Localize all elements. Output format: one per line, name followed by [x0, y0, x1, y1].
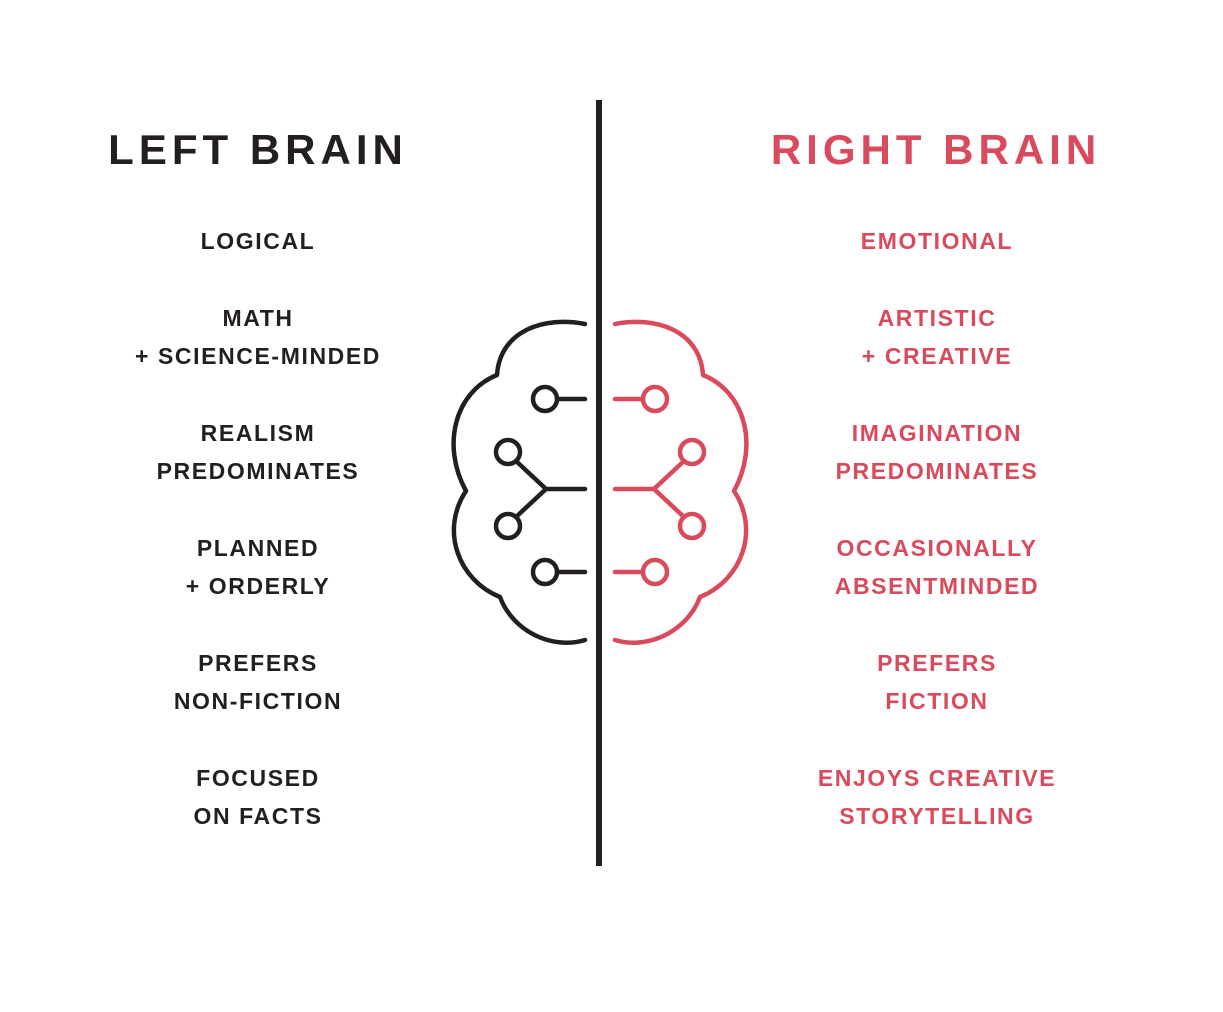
- trait-line: REALISM: [200, 420, 316, 446]
- left-trait-math: MATH + SCIENCE-MINDED: [48, 299, 468, 375]
- trait-line: OCCASIONALLY: [836, 535, 1038, 561]
- left-trait-facts: FOCUSED ON FACTS: [48, 759, 468, 835]
- right-brain-title: RIGHT BRAIN: [770, 126, 1102, 173]
- trait-line: ENJOYS CREATIVE: [817, 765, 1057, 791]
- right-trait-emotional: EMOTIONAL: [727, 222, 1147, 260]
- left-trait-logical: LOGICAL: [48, 222, 468, 260]
- trait-line: + SCIENCE-MINDED: [134, 343, 382, 369]
- trait-line: EMOTIONAL: [860, 228, 1014, 254]
- right-connector: [651, 486, 687, 520]
- right-trait-imagination: IMAGINATION PREDOMINATES: [727, 414, 1147, 490]
- right-node: [640, 384, 670, 414]
- right-node: [640, 557, 670, 587]
- left-trait-nonfiction: PREFERS NON-FICTION: [48, 644, 468, 720]
- left-brain-outline: [451, 319, 588, 645]
- right-node: [677, 511, 707, 541]
- trait-line: FICTION: [885, 688, 989, 714]
- right-trait-artistic: ARTISTIC + CREATIVE: [727, 299, 1147, 375]
- trait-line: + CREATIVE: [861, 343, 1013, 369]
- trait-line: NON-FICTION: [173, 688, 343, 714]
- center-divider: [596, 100, 602, 866]
- trait-line: STORYTELLING: [839, 803, 1035, 829]
- right-node: [677, 437, 707, 467]
- left-connector: [513, 486, 549, 520]
- right-hemisphere-icon: [612, 319, 749, 645]
- trait-line: IMAGINATION: [851, 420, 1023, 446]
- left-node: [530, 384, 560, 414]
- right-trait-absentminded: OCCASIONALLY ABSENTMINDED: [727, 529, 1147, 605]
- left-hemisphere-icon: [451, 319, 588, 645]
- trait-line: ON FACTS: [193, 803, 323, 829]
- trait-line: LOGICAL: [200, 228, 316, 254]
- right-brain-outline: [612, 319, 749, 645]
- right-connector: [651, 458, 687, 492]
- left-brain-title: LEFT BRAIN: [108, 126, 408, 173]
- trait-line: PREFERS: [877, 650, 997, 676]
- left-trait-realism: REALISM PREDOMINATES: [48, 414, 468, 490]
- trait-line: + ORDERLY: [185, 573, 331, 599]
- left-connector: [513, 458, 549, 492]
- left-node: [493, 511, 523, 541]
- left-node: [493, 437, 523, 467]
- right-trait-storytelling: ENJOYS CREATIVE STORYTELLING: [727, 759, 1147, 835]
- trait-line: ARTISTIC: [877, 305, 997, 331]
- left-node: [530, 557, 560, 587]
- trait-line: PLANNED: [196, 535, 320, 561]
- right-trait-fiction: PREFERS FICTION: [727, 644, 1147, 720]
- trait-line: PREDOMINATES: [835, 458, 1039, 484]
- trait-line: FOCUSED: [196, 765, 320, 791]
- brain-circuit-icon: [451, 319, 749, 645]
- left-trait-planned: PLANNED + ORDERLY: [48, 529, 468, 605]
- trait-line: PREFERS: [198, 650, 318, 676]
- trait-line: ABSENTMINDED: [834, 573, 1040, 599]
- trait-line: MATH: [222, 305, 294, 331]
- trait-line: PREDOMINATES: [156, 458, 360, 484]
